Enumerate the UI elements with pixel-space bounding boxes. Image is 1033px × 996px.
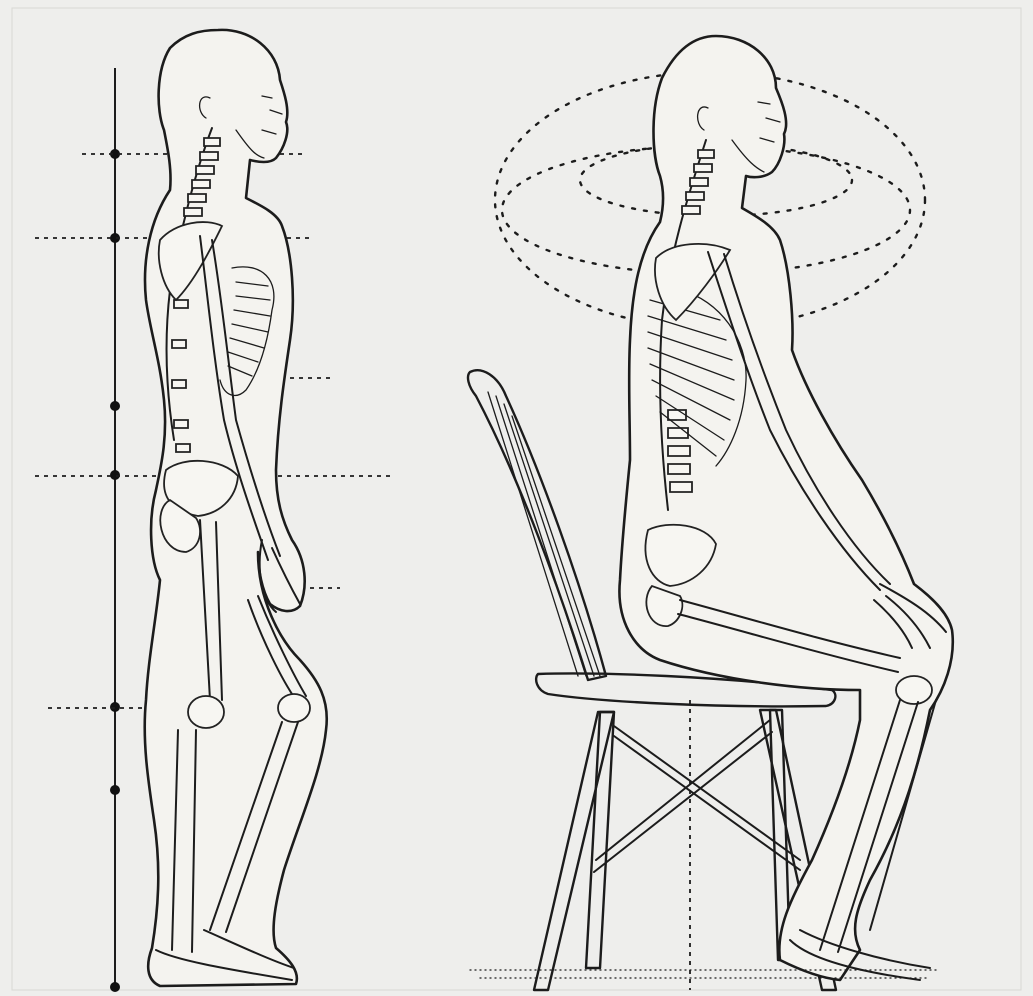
standing-kneecap [278,694,310,722]
seated-kneecap [896,676,932,704]
guide-marker [110,470,120,480]
guide-marker [110,982,120,992]
guide-marker [110,785,120,795]
guide-marker [110,702,120,712]
standing-kneecap [188,696,224,728]
guide-marker [110,401,120,411]
